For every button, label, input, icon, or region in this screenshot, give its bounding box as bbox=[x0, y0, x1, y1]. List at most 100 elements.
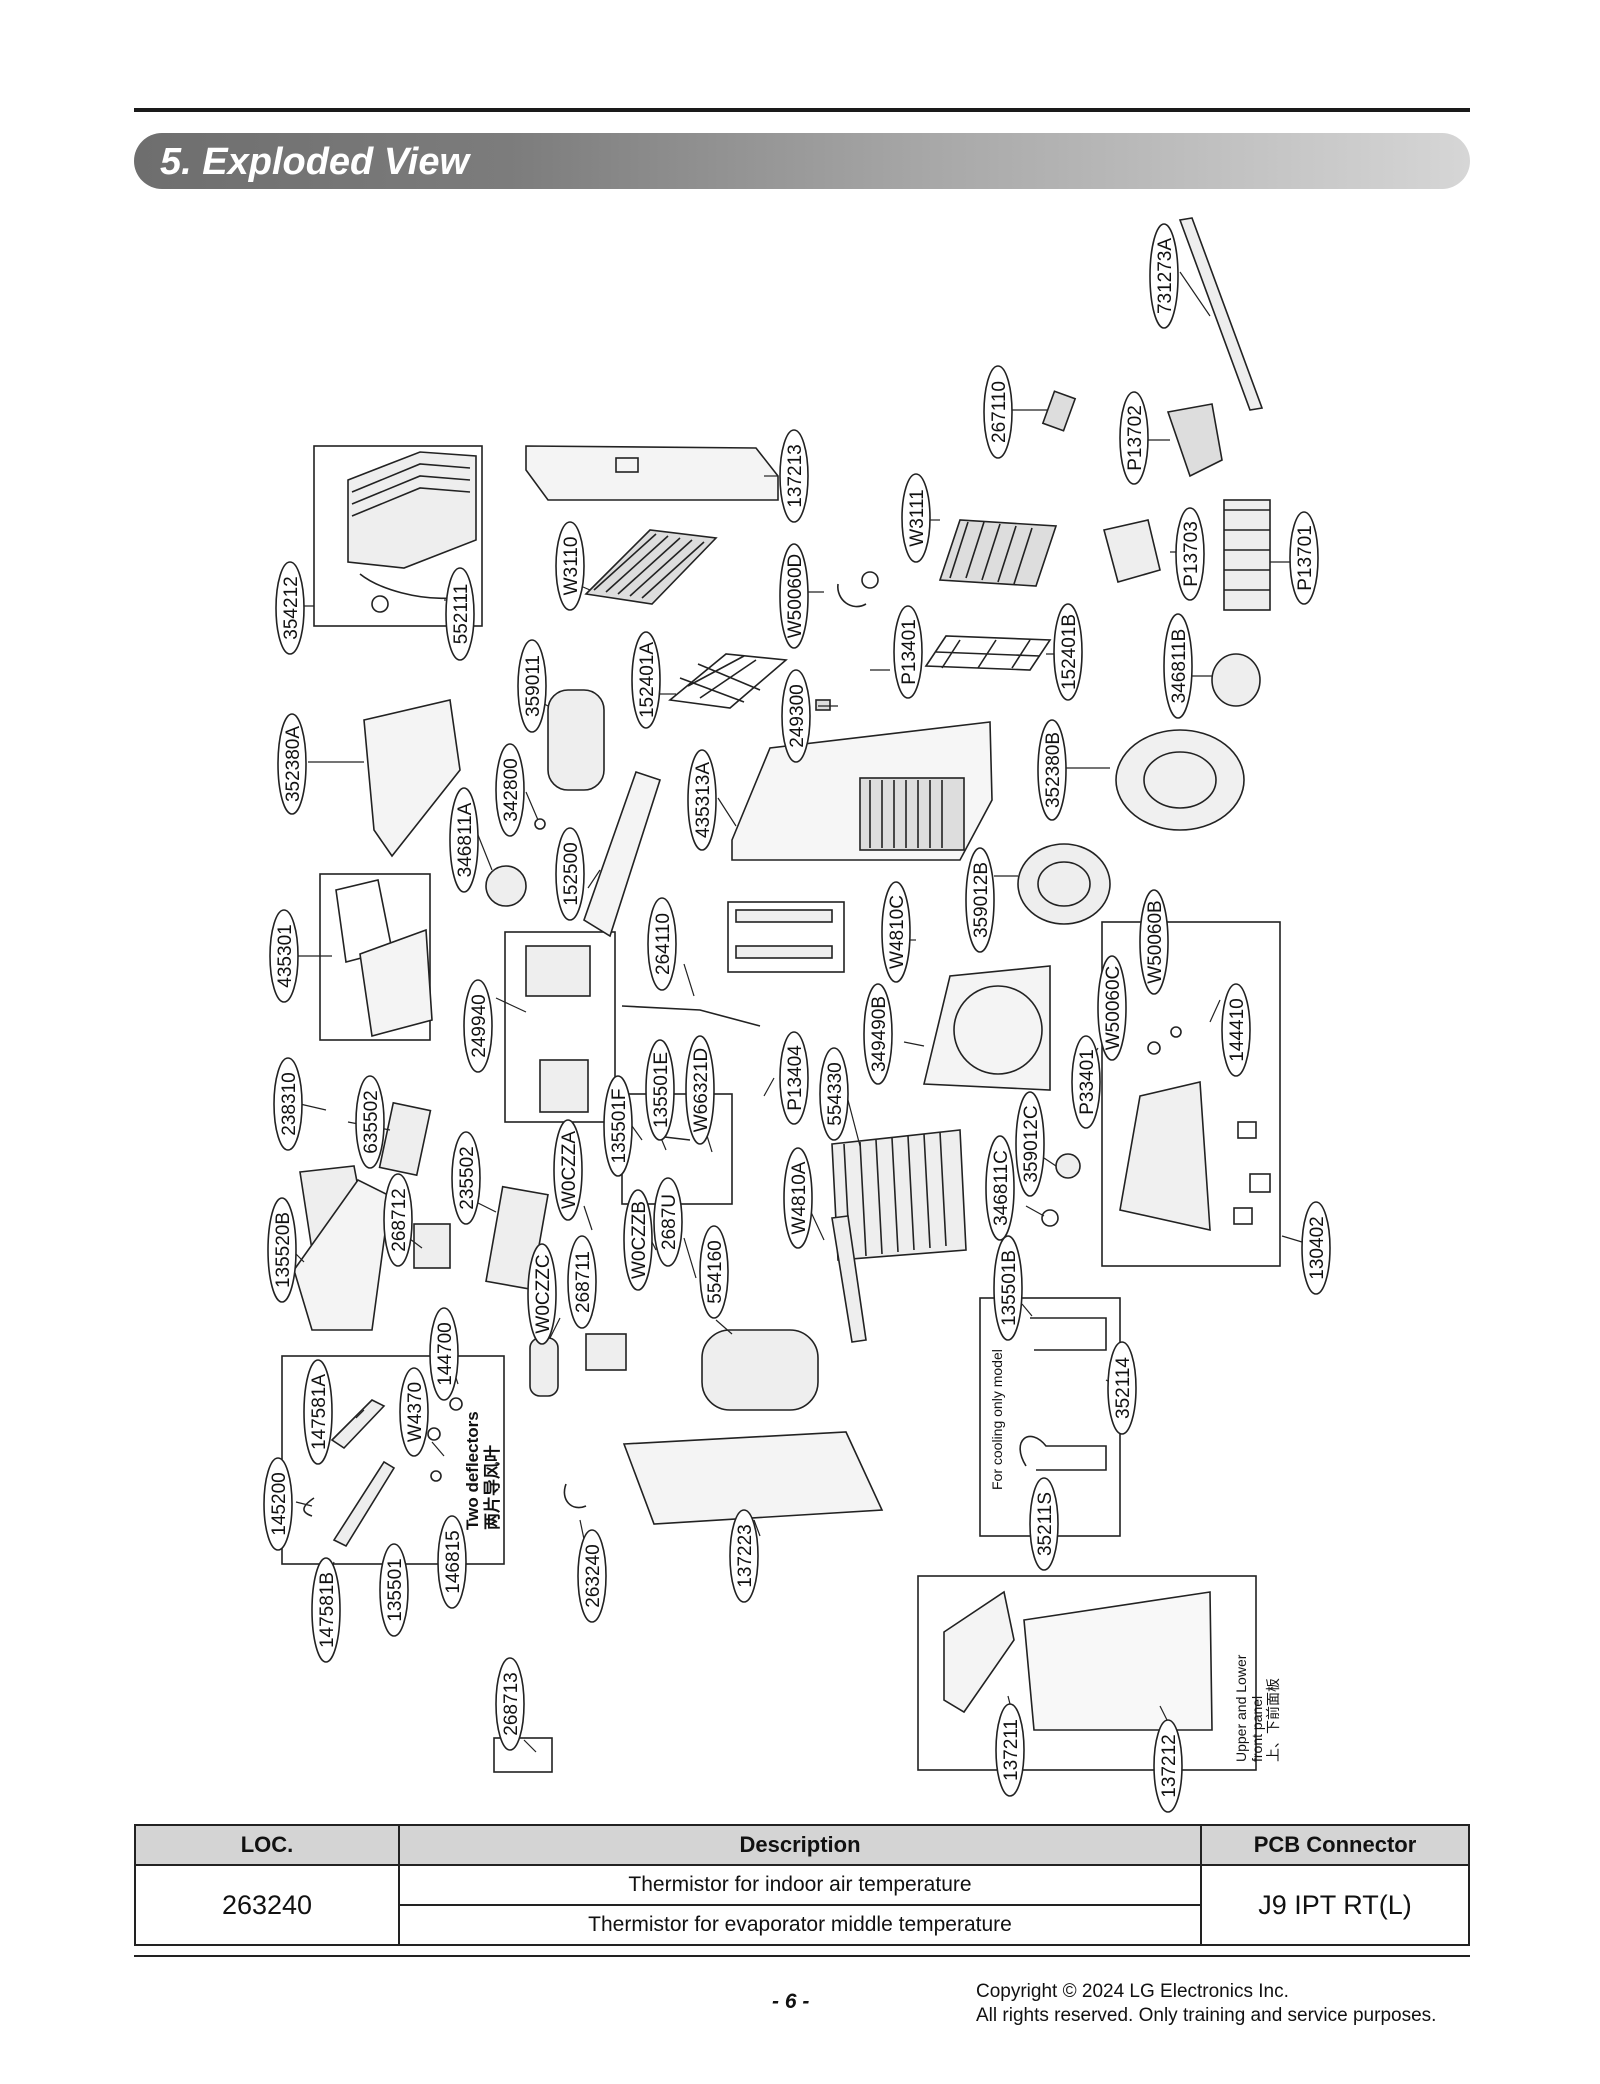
callout-W0CZZC: W0CZZC bbox=[527, 1243, 557, 1345]
svg-text:137223: 137223 bbox=[735, 1524, 756, 1587]
svg-text:135501E: 135501E bbox=[651, 1052, 672, 1128]
wire-holder-box bbox=[727, 901, 845, 973]
callout-554330: 554330 bbox=[819, 1047, 849, 1141]
svg-text:W66321D: W66321D bbox=[691, 1048, 712, 1133]
svg-text:W0CZZC: W0CZZC bbox=[533, 1254, 554, 1333]
svg-text:W50060D: W50060D bbox=[785, 554, 806, 639]
svg-text:135501B: 135501B bbox=[999, 1250, 1020, 1326]
sensor-box bbox=[493, 1737, 553, 1773]
loc-cell: 263240 bbox=[134, 1864, 400, 1946]
exploded-view-diagram: 731273A 267110 P13702 137213 W3111 P1370… bbox=[263, 217, 1331, 1813]
svg-text:135520B: 135520B bbox=[273, 1212, 294, 1288]
callout-249940: 249940 bbox=[463, 979, 493, 1073]
note-two-deflectors-cn: 两片导风叶 bbox=[482, 1445, 502, 1530]
callout-267110: 267110 bbox=[983, 365, 1013, 459]
svg-text:144700: 144700 bbox=[435, 1322, 456, 1385]
svg-text:P13401: P13401 bbox=[899, 619, 920, 685]
svg-text:W4810A: W4810A bbox=[789, 1161, 810, 1234]
callout-W4810C: W4810C bbox=[881, 881, 911, 983]
callout-359012B: 359012B bbox=[965, 847, 995, 953]
callout-137211: 137211 bbox=[995, 1703, 1025, 1797]
callout-P13703: P13703 bbox=[1175, 507, 1205, 601]
callout-W50060C: W50060C bbox=[1097, 955, 1127, 1061]
callout-435313A: 435313A bbox=[687, 749, 717, 851]
svg-text:137212: 137212 bbox=[1159, 1734, 1180, 1797]
svg-text:346811B: 346811B bbox=[1169, 629, 1190, 704]
callout-135520B: 135520B bbox=[267, 1197, 297, 1303]
callout-552111: 552111 bbox=[445, 567, 475, 661]
svg-text:435313A: 435313A bbox=[693, 762, 714, 838]
svg-text:359011: 359011 bbox=[523, 655, 544, 717]
callout-268712: 268712 bbox=[383, 1173, 413, 1267]
header-rule bbox=[134, 108, 1470, 112]
svg-text:P13701: P13701 bbox=[1295, 525, 1316, 591]
callout-349490B: 349490B bbox=[863, 983, 893, 1085]
svg-text:144410: 144410 bbox=[1227, 998, 1248, 1061]
table-row: 263240 Thermistor for indoor air tempera… bbox=[134, 1864, 1470, 1946]
callout-264110: 264110 bbox=[647, 897, 677, 991]
callout-P13401: P13401 bbox=[893, 605, 923, 699]
svg-text:349490B: 349490B bbox=[869, 996, 890, 1072]
svg-text:268711: 268711 bbox=[573, 1251, 594, 1313]
callout-731273A: 731273A bbox=[1149, 223, 1179, 329]
svg-text:W50060C: W50060C bbox=[1103, 966, 1124, 1051]
callout-130402: 130402 bbox=[1301, 1201, 1331, 1295]
svg-text:552111: 552111 bbox=[451, 584, 472, 645]
svg-text:435301: 435301 bbox=[275, 924, 296, 987]
callout-635502: 635502 bbox=[355, 1075, 385, 1169]
callout-263240: 263240 bbox=[577, 1529, 607, 1623]
svg-text:152401B: 152401B bbox=[1059, 614, 1080, 690]
svg-text:35211S: 35211S bbox=[1035, 1492, 1056, 1556]
callout-147581A: 147581A bbox=[303, 1359, 333, 1465]
callout-W4370: W4370 bbox=[399, 1367, 429, 1457]
svg-text:137211: 137211 bbox=[1001, 1719, 1022, 1781]
svg-text:135501F: 135501F bbox=[609, 1088, 630, 1163]
copyright-line-1: Copyright © 2024 LG Electronics Inc. bbox=[976, 1981, 1289, 2002]
svg-text:W0CZZA: W0CZZA bbox=[559, 1131, 580, 1209]
diagram-notes: Two deflectors 两片导风叶 For cooling only mo… bbox=[463, 1349, 1281, 1762]
fan-motor-group-box bbox=[1101, 921, 1281, 1267]
svg-text:268713: 268713 bbox=[501, 1672, 522, 1735]
callout-135501: 135501 bbox=[379, 1543, 409, 1637]
front-panel-box bbox=[917, 1575, 1257, 1771]
callout-135501F: 135501F bbox=[603, 1075, 633, 1177]
callout-238310: 238310 bbox=[273, 1057, 303, 1151]
svg-text:264110: 264110 bbox=[653, 913, 674, 975]
note-panel-line2: front panel bbox=[1249, 1696, 1265, 1762]
callout-135501B: 135501B bbox=[993, 1235, 1023, 1341]
callout-135501E: 135501E bbox=[645, 1039, 675, 1141]
callout-346811B: 346811B bbox=[1163, 613, 1193, 719]
note-panel-line3: 上、下前面板 bbox=[1265, 1678, 1281, 1762]
svg-text:352380B: 352380B bbox=[1043, 732, 1064, 808]
svg-text:352114: 352114 bbox=[1113, 1357, 1134, 1419]
description-cell: Thermistor for evaporator middle tempera… bbox=[398, 1904, 1202, 1946]
svg-text:135501: 135501 bbox=[385, 1558, 406, 1621]
callout-152401A: 152401A bbox=[631, 631, 661, 729]
svg-text:554330: 554330 bbox=[825, 1062, 846, 1125]
svg-text:152500: 152500 bbox=[561, 842, 582, 905]
callout-137212: 137212 bbox=[1153, 1719, 1183, 1813]
svg-text:145200: 145200 bbox=[269, 1472, 290, 1535]
callout-2687U: 2687U bbox=[653, 1177, 683, 1267]
svg-text:263240: 263240 bbox=[583, 1544, 604, 1607]
location-table: LOC. Description PCB Connector 263240 Th… bbox=[134, 1824, 1470, 1946]
callout-147581B: 147581B bbox=[311, 1557, 341, 1663]
callout-554160: 554160 bbox=[699, 1225, 729, 1319]
svg-text:130402: 130402 bbox=[1307, 1216, 1328, 1279]
svg-text:P13702: P13702 bbox=[1125, 405, 1146, 471]
svg-text:342800: 342800 bbox=[501, 758, 522, 821]
svg-text:W0CZZB: W0CZZB bbox=[629, 1201, 650, 1279]
callout-268713: 268713 bbox=[495, 1657, 525, 1751]
evaporator-group-box bbox=[313, 445, 483, 627]
callout-W66321D: W66321D bbox=[685, 1035, 715, 1145]
part-callouts: 731273A 267110 P13702 137213 W3111 P1370… bbox=[263, 223, 1331, 1813]
callout-W50060D: W50060D bbox=[779, 543, 809, 649]
callout-P33401: P33401 bbox=[1071, 1035, 1101, 1129]
callout-152500: 152500 bbox=[555, 827, 585, 921]
svg-text:P13703: P13703 bbox=[1181, 521, 1202, 587]
callout-152401B: 152401B bbox=[1053, 603, 1083, 701]
copyright-line-2: All rights reserved. Only training and s… bbox=[976, 2005, 1437, 2026]
header-loc: LOC. bbox=[134, 1824, 400, 1866]
description-cell: Thermistor for indoor air temperature bbox=[398, 1864, 1202, 1906]
svg-text:147581A: 147581A bbox=[309, 1374, 330, 1450]
